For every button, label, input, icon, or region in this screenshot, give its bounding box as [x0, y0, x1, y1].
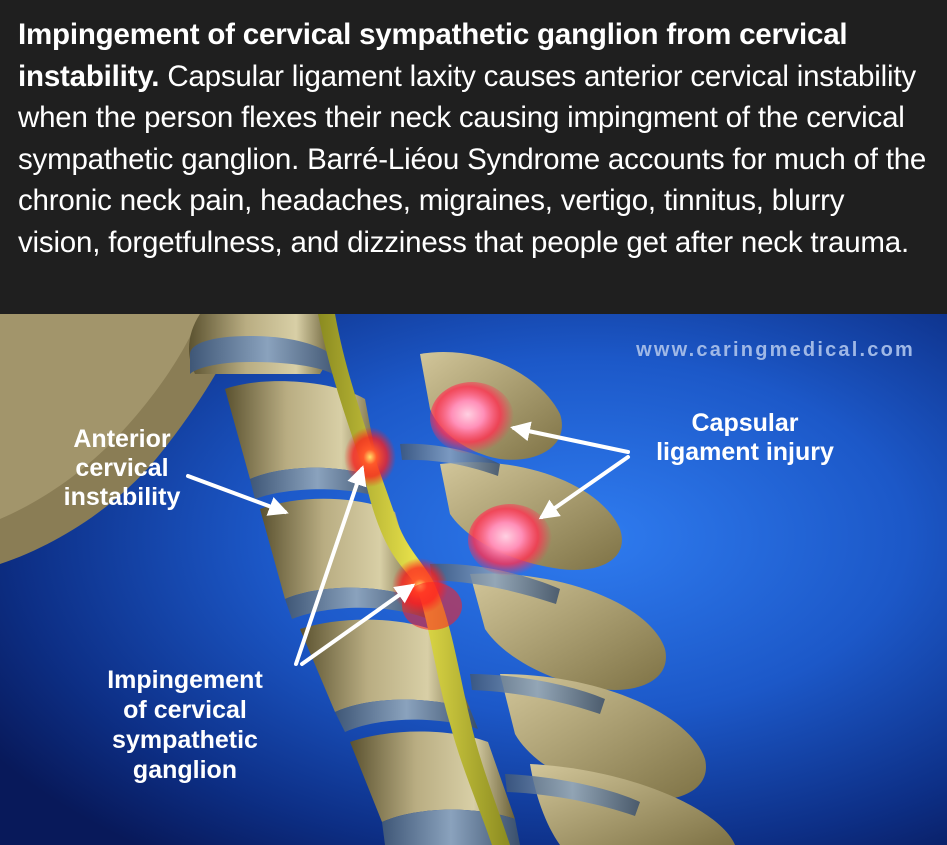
annotation-arrows: [186, 421, 630, 666]
label-impingement-line-4: ganglion: [133, 756, 237, 784]
label-anterior-line-2: cervical: [75, 454, 168, 482]
capsular-injury-glow: [430, 382, 552, 576]
arrow-capsular-upper: [510, 421, 630, 454]
label-impingement-line-3: sympathetic: [112, 726, 258, 754]
label-anterior-line-3: instability: [64, 483, 181, 511]
lateral-disc-bands: [400, 443, 640, 816]
label-anterior-line-1: Anterior: [73, 425, 171, 453]
arrow-impingement-upper: [294, 465, 367, 666]
arrow-impingement-lower: [300, 583, 416, 666]
label-impingement-line-2: of cervical: [123, 696, 247, 724]
caption-body: Capsular ligament laxity causes anterior…: [18, 59, 927, 259]
caption-text: Impingement of cervical sympathetic gang…: [18, 14, 929, 263]
label-anterior-cervical-instability: Anterior cervical instability: [64, 425, 181, 511]
label-capsular-line-2: ligament injury: [656, 438, 834, 466]
watermark: www.caringmedical.com: [635, 339, 915, 361]
label-impingement-line-1: Impingement: [107, 666, 263, 694]
label-impingement: Impingement of cervical sympathetic gang…: [107, 666, 263, 784]
label-capsular-line-1: Capsular: [692, 409, 799, 437]
caption-panel: Impingement of cervical sympathetic gang…: [0, 0, 947, 314]
arrow-anterior-instability: [186, 474, 289, 516]
spine-illustration: www.caringmedical.com Anterior cervical …: [0, 314, 947, 845]
caption-lead: Impingement of cervical sympathetic gang…: [18, 18, 848, 93]
label-capsular-ligament-injury: Capsular ligament injury: [656, 409, 834, 466]
arrow-capsular-lower: [538, 455, 630, 520]
